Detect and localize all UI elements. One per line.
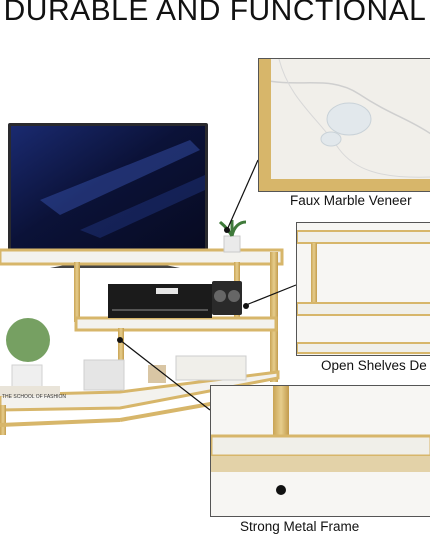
callout-dot: [243, 303, 249, 309]
metal-frame-inset: [210, 385, 430, 517]
television: [8, 123, 208, 268]
callout-dot: [224, 227, 230, 233]
headline: DURABLE AND FUNCTIONAL: [3, 0, 427, 27]
frame-leg: [118, 328, 124, 378]
frame-leg: [74, 262, 80, 322]
tv-screen: [11, 126, 205, 256]
shelves-closeup: [297, 223, 430, 355]
amplifier: [108, 284, 212, 318]
callout-lines: [119, 159, 297, 411]
frame-leg: [0, 405, 6, 435]
camera-decor: [212, 281, 242, 315]
top-shelf: [0, 248, 284, 266]
caption-frame: Strong Metal Frame: [240, 519, 360, 534]
caption-shelves: Open Shelves De: [321, 358, 427, 373]
middle-shelf: [74, 316, 278, 332]
bottom-shelf: [0, 370, 280, 412]
book-spine-label: THE SCHOOL OF FASHION: [2, 394, 66, 400]
small-plant: [218, 220, 247, 253]
tv-screen-streak: [80, 175, 205, 238]
marble-veneer-inset: [258, 58, 430, 192]
tv-screen-streak: [40, 140, 200, 215]
bottom-decor: [0, 318, 247, 396]
marble-closeup: [259, 59, 430, 191]
callout-dot: [117, 337, 123, 343]
open-shelves-inset: [296, 222, 430, 356]
frame-rail: [0, 418, 121, 427]
caption-marble: Faux Marble Veneer: [290, 193, 412, 208]
frame-closeup: [211, 386, 430, 516]
